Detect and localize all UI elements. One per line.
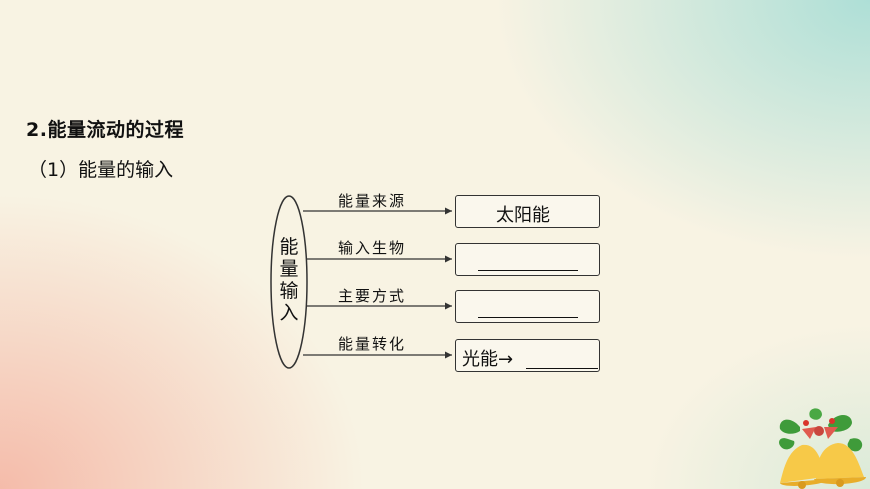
answer-box-source: 太阳能 (455, 195, 600, 228)
center-label: 能 量 输 入 (274, 236, 304, 324)
box-text-source: 太阳能 (496, 205, 550, 226)
fill-blank[interactable] (526, 368, 598, 369)
answer-box-method (455, 290, 600, 323)
fill-blank[interactable] (478, 270, 578, 271)
answer-box-input (455, 243, 600, 276)
center-char: 入 (279, 302, 299, 324)
arrow-label-method: 主要方式 (338, 287, 407, 305)
fill-blank[interactable] (478, 317, 578, 318)
center-char: 输 (279, 280, 299, 302)
center-ellipse (270, 195, 308, 369)
center-char: 能 (279, 236, 299, 258)
subsection-heading: （1）能量的输入 (28, 159, 174, 181)
arrow-label-conversion: 能量转化 (338, 335, 407, 353)
arrow-label-source: 能量来源 (338, 192, 407, 210)
section-heading: 2.能量流动的过程 (26, 119, 184, 141)
answer-box-conversion: 光能→ (455, 339, 600, 372)
center-char: 量 (279, 258, 299, 280)
christmas-bells-icon (779, 408, 866, 489)
arrow-label-input: 输入生物 (338, 239, 407, 257)
box-text-conversion: 光能→ (462, 349, 514, 370)
